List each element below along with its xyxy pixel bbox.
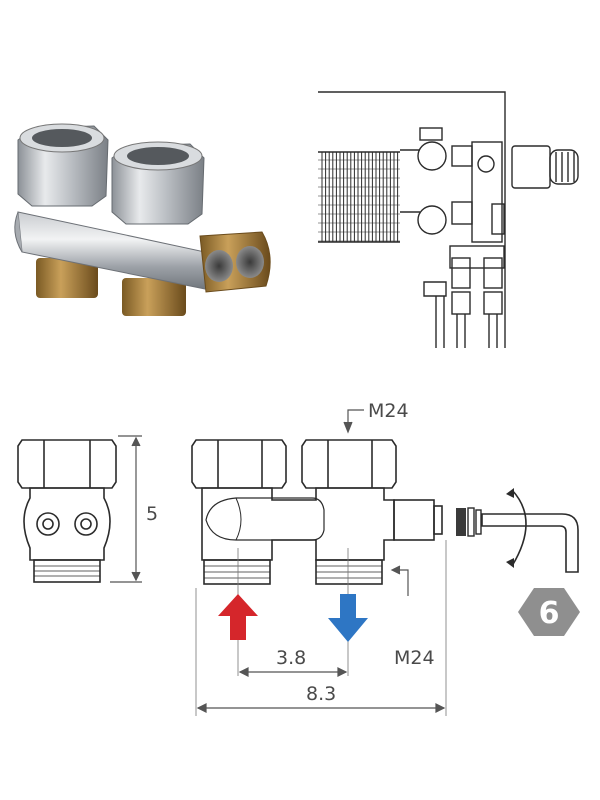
hex-key-tool: [456, 488, 579, 573]
photo-hole-right: [236, 246, 264, 278]
front-view: [191, 439, 447, 716]
curved-rotation-arrow-icon: [511, 489, 527, 567]
side-thread-leader: [390, 565, 409, 596]
top-thread-label: M24: [368, 400, 409, 422]
thermostat-head: [511, 145, 551, 189]
side-thread-label: M24: [394, 647, 435, 669]
side-view-hole-right: [74, 512, 98, 536]
brass-thread-left: [36, 258, 98, 298]
side-view-hex-nut: [17, 439, 117, 489]
height-label: 5: [146, 503, 158, 525]
front-side-connector: [393, 499, 435, 541]
brass-thread-right: [122, 278, 186, 316]
radiator-fins: [318, 152, 400, 242]
width-dimension: [196, 703, 446, 713]
blue-down-arrow-icon: [328, 594, 368, 642]
front-right-hex-nut: [301, 439, 397, 489]
front-left-hex-nut: [191, 439, 287, 489]
width-label: 8.3: [306, 683, 336, 705]
installation-schematic: [318, 91, 579, 348]
photo-hole-left: [205, 250, 233, 282]
wall-outline: [318, 91, 506, 348]
hex-key-shaft: [481, 513, 579, 573]
side-view-body: [23, 487, 111, 561]
red-up-arrow-icon: [218, 594, 258, 640]
upper-valve-circle: [417, 141, 447, 171]
hexagon-badge-icon: [518, 588, 580, 636]
spacing-label: 3.8: [276, 647, 306, 669]
side-view-hole-left: [36, 512, 60, 536]
manifold-body: [471, 141, 503, 243]
height-dimension: [110, 435, 142, 583]
valve-photo: [14, 123, 271, 316]
spacing-dimension: [238, 667, 348, 677]
side-view: [17, 439, 117, 583]
lower-valve-circle: [417, 205, 447, 235]
hex-key-size: 6: [539, 596, 560, 631]
top-thread-leader: [343, 409, 364, 434]
